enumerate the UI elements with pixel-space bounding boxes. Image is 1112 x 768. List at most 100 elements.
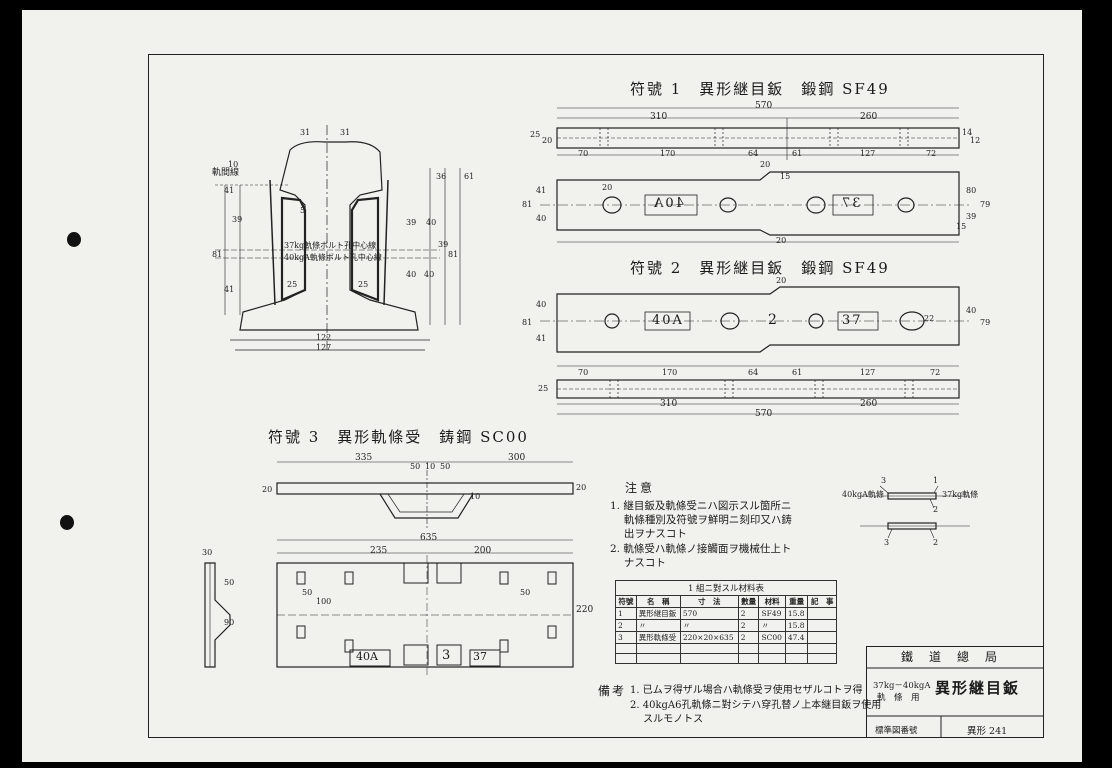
plate2-side-4: 79 xyxy=(980,318,991,327)
part3-side-dim-2: 50 xyxy=(224,578,235,587)
plate1-side-6: 40 xyxy=(536,214,547,223)
part3-mark-37: 37 xyxy=(473,650,487,663)
section-dim-18: 25 xyxy=(287,280,298,289)
remark-line-1: 1. 已ムヲ得ザル場合ハ軌條受ヲ使用セザルコトヲ得 xyxy=(630,685,863,696)
remarks-label: 備考 xyxy=(598,684,627,698)
parts-table-header: 符號 名 稱 寸 法 數量 材料 重量 記 事 xyxy=(615,595,837,608)
section-dim-19: 25 xyxy=(358,280,369,289)
section-dim-8: 81 xyxy=(448,250,459,259)
plate1-mid-5: 72 xyxy=(926,149,937,158)
plate1-mid-2: 64 xyxy=(748,149,759,158)
plate1-side-11: 15 xyxy=(956,222,967,231)
plate2-side-2: 41 xyxy=(536,334,547,343)
table-cell xyxy=(807,607,837,620)
plate2-side-5: 40 xyxy=(966,306,977,315)
table-cell: 〃 xyxy=(679,619,739,632)
table-row: 1 異形継目鈑 570 2 SF49 15.8 xyxy=(615,607,837,620)
plate2-mark-40a: 40A xyxy=(652,313,684,328)
part3-side-dim-4: 50 xyxy=(302,588,313,597)
punch-hole-bottom xyxy=(60,515,74,530)
title-block-subtitle-bottom: 軌 條 用 xyxy=(877,693,920,703)
title-block-subtitle-top: 37kg－40kgA xyxy=(873,681,931,691)
assembly-num-1: 1 xyxy=(933,476,939,485)
title-block-std-label: 標準図番號 xyxy=(875,726,918,736)
assembly-num-2: 2 xyxy=(933,505,939,514)
plate2-side-1: 40 xyxy=(536,300,547,309)
section-dim-2: 10 xyxy=(228,160,239,169)
parts-table: 1 組ニ對スル材料表 符號 名 稱 寸 法 數量 材料 重量 記 事 1 異形継… xyxy=(615,580,837,664)
part3-side-dim-3: 100 xyxy=(316,597,332,606)
table-cell xyxy=(635,653,681,664)
part3-side-dim-5: 50 xyxy=(520,588,531,597)
header-cell: 重量 xyxy=(784,595,809,608)
plate2-bot-0: 70 xyxy=(578,368,589,377)
table-cell: 2 xyxy=(737,631,760,644)
table-row xyxy=(615,643,837,654)
table-cell: 15.8 xyxy=(784,619,809,632)
header-cell: 數量 xyxy=(737,595,760,608)
header-cell: 符號 xyxy=(615,595,637,608)
note-line-5: ナスコト xyxy=(610,557,666,569)
rail-gauge-label: 軌間線 xyxy=(212,168,240,178)
plate1-side-7: 20 xyxy=(760,160,771,169)
part3-side-dim-6: 220 xyxy=(576,605,594,615)
parts-table-caption: 1 組ニ對スル材料表 xyxy=(615,580,837,595)
assembly-num-3: 3 xyxy=(884,538,890,547)
notes-heading: 注意 xyxy=(625,481,656,495)
plate2-side-0: 81 xyxy=(522,318,533,327)
plate1-dim-total: 570 xyxy=(755,101,773,111)
plate2-bot-1: 170 xyxy=(662,368,678,377)
section-dim-0: 31 xyxy=(300,128,311,137)
plate1-mark-37: 37 xyxy=(840,196,861,211)
section-label-37: 37kg軌條ボルト孔中心線 xyxy=(284,241,377,250)
note-line-1: 1. 継目鈑及軌條受ニハ図示スル箇所ニ xyxy=(610,500,792,512)
table-cell xyxy=(807,631,837,644)
section-label-40: 40kgA軌條ボルト孔中心線 xyxy=(284,253,382,262)
title-block-org: 鐵 道 總 局 xyxy=(901,650,1000,664)
part3-mark-40a: 40A xyxy=(356,650,378,663)
section-dim-13: 40 xyxy=(426,218,437,227)
section-dim-5: 39 xyxy=(232,215,243,224)
assembly-left-label: 40kgA軌條 xyxy=(842,490,884,499)
section-dim-15: 40 xyxy=(424,270,435,279)
table-cell: SF49 xyxy=(758,607,786,620)
header-cell: 寸 法 xyxy=(679,595,739,608)
section-dim-6: 81 xyxy=(212,250,223,259)
part1-title: 符號 1 異形継目鈑 鍛鋼 SF49 xyxy=(630,80,890,98)
part3-dim-3: 10 xyxy=(425,462,436,471)
section-dim-1: 31 xyxy=(340,128,351,137)
plate1-side-10: 39 xyxy=(966,212,977,221)
header-cell: 記 事 xyxy=(807,595,837,608)
part3-dim-4: 50 xyxy=(440,462,451,471)
plate1-side-5: 41 xyxy=(536,186,547,195)
part3-dim-1: 300 xyxy=(508,453,526,463)
section-dim-4: 41 xyxy=(224,186,235,195)
remark-line-3: スルモノトス xyxy=(630,714,704,725)
plate2-mark-37: 37 xyxy=(842,313,863,328)
table-cell xyxy=(784,653,809,664)
table-cell: 〃 xyxy=(758,619,786,632)
section-dim-14: 39 xyxy=(438,240,449,249)
part3-side-dim-9: 20 xyxy=(576,483,587,492)
plate1-mid-0: 70 xyxy=(578,149,589,158)
plate1-dim-left: 310 xyxy=(650,112,668,122)
table-cell xyxy=(758,653,786,664)
table-cell: 220×20×635 xyxy=(679,631,739,644)
plate1-mid-1: 170 xyxy=(660,149,676,158)
drawing-frame xyxy=(148,54,1044,738)
plate2-bot-6: 310 xyxy=(660,399,678,409)
note-line-2: 軌條種別及符號ヲ鮮明ニ刻印又ハ鋳 xyxy=(610,514,792,526)
table-cell: 2 xyxy=(737,607,760,620)
table-cell: 1 xyxy=(615,607,637,620)
part3-title: 符號 3 異形軌條受 鋳鋼 SC00 xyxy=(268,428,529,446)
section-dim-12: 61 xyxy=(464,172,475,181)
plate1-mid-3: 61 xyxy=(792,149,803,158)
assembly-num-4: 2 xyxy=(933,538,939,547)
part3-side-dim-1: 30 xyxy=(202,548,213,557)
table-cell: SC00 xyxy=(758,631,786,644)
plate1-side-2: 14 xyxy=(962,128,973,137)
plate2-bot-4: 127 xyxy=(860,368,876,377)
table-cell: 異形継目鈑 xyxy=(635,607,681,620)
plate1-side-1: 20 xyxy=(542,136,553,145)
table-row: 2 〃 〃 2 〃 15.8 xyxy=(615,619,837,632)
